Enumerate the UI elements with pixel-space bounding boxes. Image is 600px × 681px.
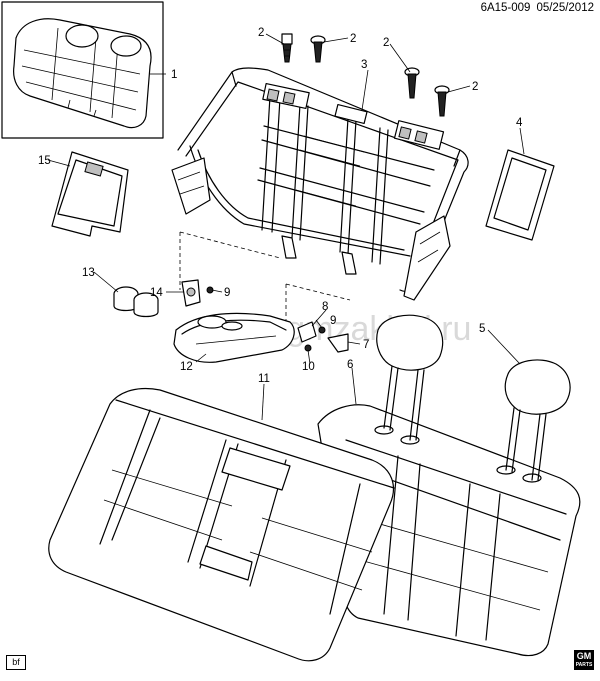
callout-2: 2 <box>258 27 264 39</box>
callout-12: 12 <box>180 361 193 373</box>
seatback-cushion-11 <box>48 387 395 662</box>
armrest-12 <box>173 312 295 363</box>
callout-2: 2 <box>383 37 389 49</box>
callout-10: 10 <box>302 361 315 373</box>
headrest-guides <box>281 33 450 117</box>
callout-7: 7 <box>363 339 369 351</box>
latch-parts <box>297 321 349 353</box>
panel-15 <box>51 151 129 237</box>
callout-leaders <box>47 33 525 421</box>
callout-5: 5 <box>479 323 485 335</box>
illustrator-tag: bf <box>6 655 26 670</box>
seatback-frame <box>171 67 469 301</box>
gm-logo: GM PARTS <box>574 650 594 670</box>
callout-3: 3 <box>361 59 367 71</box>
panel-4 <box>485 149 555 241</box>
callout-8: 8 <box>322 301 328 313</box>
inset-seatback-assembly <box>1 1 164 139</box>
callout-1: 1 <box>171 69 177 81</box>
diagram-id: 6A15-009 <box>480 2 531 14</box>
callout-6: 6 <box>347 359 353 371</box>
callout-15: 15 <box>38 155 51 167</box>
gm-logo-subtext: PARTS <box>575 662 593 668</box>
diagram-header: 6A15-009 05/25/2012 <box>481 2 594 14</box>
callout-4: 4 <box>516 117 523 129</box>
callout-9: 9 <box>224 287 230 299</box>
callout-9: 9 <box>330 315 336 327</box>
callout-14: 14 <box>150 287 163 299</box>
callout-2: 2 <box>350 33 356 45</box>
diagram-date: 05/25/2012 <box>536 2 594 14</box>
callout-11: 11 <box>258 373 270 385</box>
callout-13: 13 <box>82 267 95 279</box>
headrests-5 <box>376 314 571 481</box>
cup-holder-13 <box>113 286 159 318</box>
armrest-bracket-14 <box>181 279 214 307</box>
callout-2: 2 <box>472 81 478 93</box>
gm-logo-text: GM <box>576 651 592 661</box>
